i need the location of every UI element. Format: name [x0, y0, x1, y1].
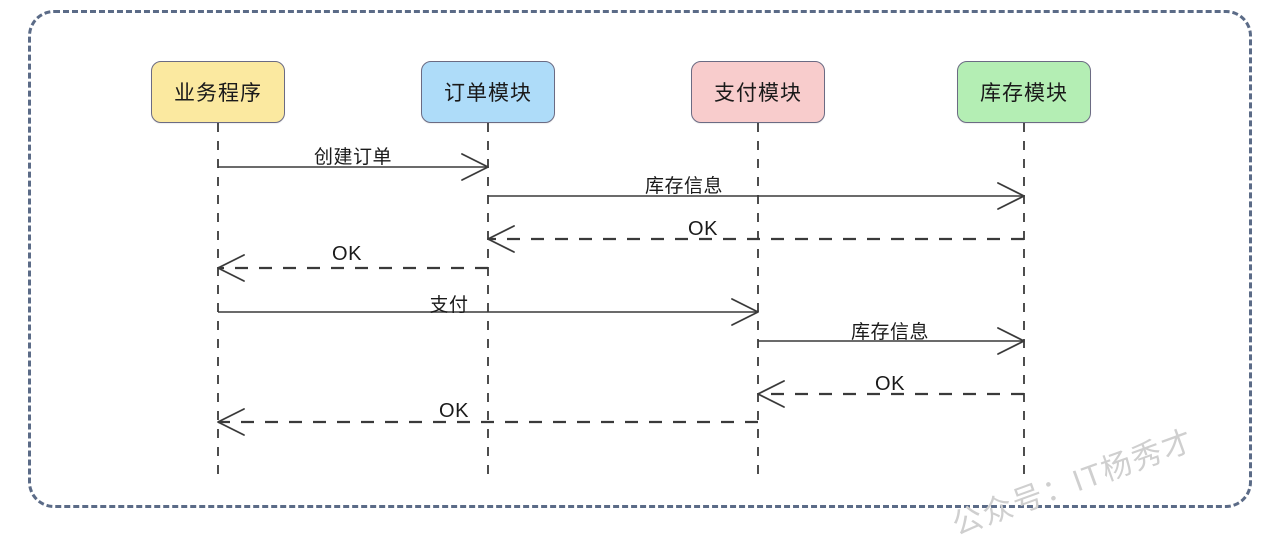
participant-label: 订单模块 [444, 82, 532, 105]
message-label-1: 库存信息 [644, 176, 724, 197]
message-label-5: 库存信息 [850, 322, 930, 343]
message-arrowhead [997, 182, 1025, 210]
message-label-3: OK [332, 243, 362, 265]
message-label-7: OK [439, 400, 469, 422]
message-0-business-to-order[interactable] [218, 153, 489, 181]
message-label-2: OK [688, 218, 718, 240]
message-6-inventory-to-payment[interactable] [757, 380, 1024, 408]
message-5-payment-to-inventory[interactable] [758, 327, 1025, 355]
message-arrowhead [997, 327, 1025, 355]
message-1-order-to-inventory[interactable] [488, 182, 1025, 210]
message-arrowhead [461, 153, 489, 181]
participant-box-order[interactable]: 订单模块 [421, 61, 555, 123]
message-3-order-to-business[interactable] [217, 254, 488, 282]
participant-box-payment[interactable]: 支付模块 [691, 61, 825, 123]
participant-box-inventory[interactable]: 库存模块 [957, 61, 1091, 123]
messages-group [217, 153, 1025, 436]
participant-label: 支付模块 [714, 82, 802, 105]
message-label-0: 创建订单 [313, 147, 393, 168]
message-4-business-to-payment[interactable] [218, 298, 759, 326]
message-label-4: 支付 [429, 295, 469, 316]
message-2-inventory-to-order[interactable] [487, 225, 1024, 253]
participant-label: 业务程序 [174, 82, 262, 105]
message-arrowhead [757, 380, 785, 408]
message-arrowhead [487, 225, 515, 253]
message-7-payment-to-business[interactable] [217, 408, 758, 436]
sequence-diagram-svg [217, 123, 1025, 478]
message-arrowhead [217, 254, 245, 282]
message-arrowhead [731, 298, 759, 326]
participant-box-business[interactable]: 业务程序 [151, 61, 285, 123]
message-label-6: OK [875, 373, 905, 395]
participant-label: 库存模块 [980, 82, 1068, 105]
lifelines-group [217, 123, 1025, 478]
message-arrowhead [217, 408, 245, 436]
